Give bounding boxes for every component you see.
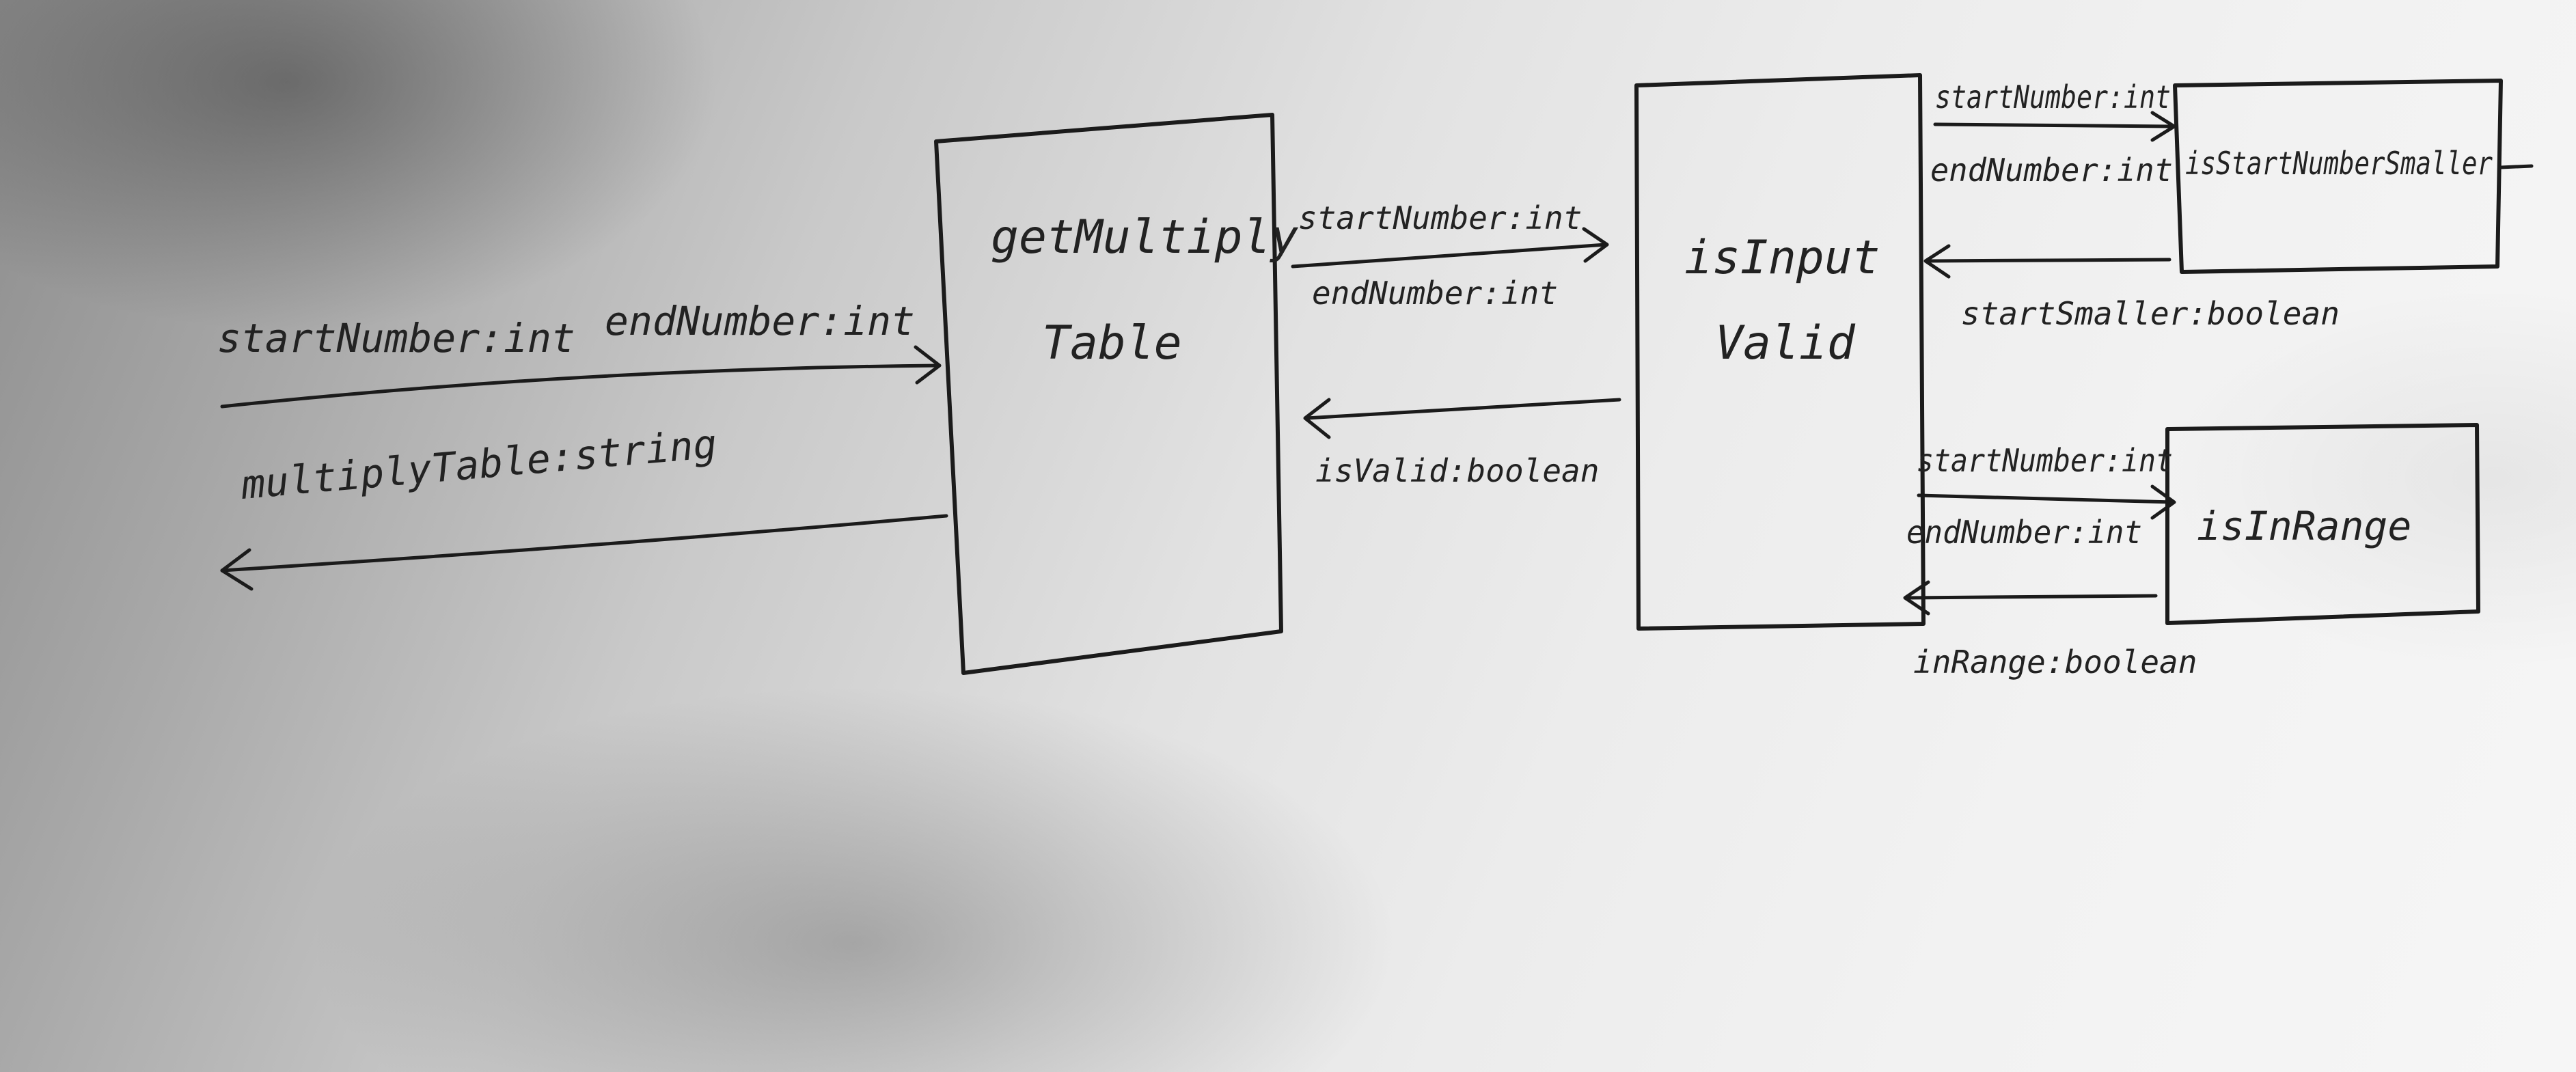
range-input-arrowhead (2150, 484, 2176, 520)
get-multiply-table-box[interactable]: getMultiply Table (934, 113, 1298, 675)
range-input-arrow (1917, 484, 2176, 520)
range-input-line (1917, 493, 2175, 504)
smaller-output-arrowhead (1923, 244, 1951, 279)
is-in-range-label: isInRange (2197, 503, 2411, 549)
get-multiply-table-label-2: Table (1042, 316, 1182, 370)
range-output-label: inRange:boolean (1913, 644, 2197, 681)
smaller-output-label: startSmaller:boolean (1961, 295, 2340, 332)
get-multiply-table-box-outline (934, 113, 1283, 675)
main-input-arrowhead (914, 345, 942, 385)
main-output-line (220, 514, 948, 573)
main-output-arrowhead (220, 548, 254, 591)
is-input-valid-label-1: isInput (1684, 231, 1880, 285)
range-output-arrowhead (1903, 580, 1930, 616)
smaller-box-edge-stub (2499, 164, 2534, 169)
is-input-valid-label-2: Valid (1715, 316, 1856, 370)
main-input-end-label: endNumber:int (605, 298, 915, 344)
valid-input-end-label: endNumber:int (1312, 275, 1558, 312)
valid-output-label: isValid:boolean (1315, 452, 1599, 489)
range-output-arrow (1903, 580, 2158, 616)
smaller-input-start-label: startNumber:int (1935, 79, 2171, 115)
valid-input-start-label: startNumber:int (1298, 200, 1582, 236)
is-in-range-box-outline (2165, 423, 2480, 625)
main-output-label: multiplyTable:string (238, 420, 719, 508)
is-in-range-box[interactable]: isInRange (2165, 423, 2480, 625)
main-output-arrow (220, 514, 948, 591)
is-start-number-smaller-box[interactable]: isStartNumberSmaller (2173, 79, 2503, 274)
smaller-output-line (1925, 258, 2171, 263)
range-output-line (1904, 594, 2158, 600)
valid-output-arrowhead (1303, 398, 1331, 439)
valid-input-arrow (1291, 227, 1609, 269)
valid-output-line (1304, 398, 1621, 420)
is-start-number-smaller-label: isStartNumberSmaller (2185, 145, 2493, 182)
valid-input-arrowhead (1582, 227, 1609, 263)
smaller-input-arrowhead (2150, 111, 2176, 142)
valid-output-arrow (1303, 398, 1621, 439)
is-start-number-smaller-box-outline (2173, 79, 2503, 274)
main-input-start-label: startNumber:int (217, 315, 575, 361)
smaller-input-arrow (1933, 111, 2176, 142)
is-input-valid-box-outline (1634, 73, 1926, 631)
range-input-start-label: startNumber:int (1917, 442, 2173, 479)
valid-input-line (1291, 243, 1608, 269)
main-input-line (220, 363, 940, 409)
smaller-input-end-label: endNumber:int (1930, 152, 2173, 189)
main-input-arrow (220, 345, 942, 409)
range-input-end-label: endNumber:int (1906, 514, 2142, 551)
is-input-valid-box[interactable]: isInput Valid (1634, 73, 1926, 631)
smaller-output-arrow (1923, 244, 2171, 279)
smaller-input-line (1933, 122, 2175, 128)
get-multiply-table-label-1: getMultiply (991, 210, 1298, 264)
